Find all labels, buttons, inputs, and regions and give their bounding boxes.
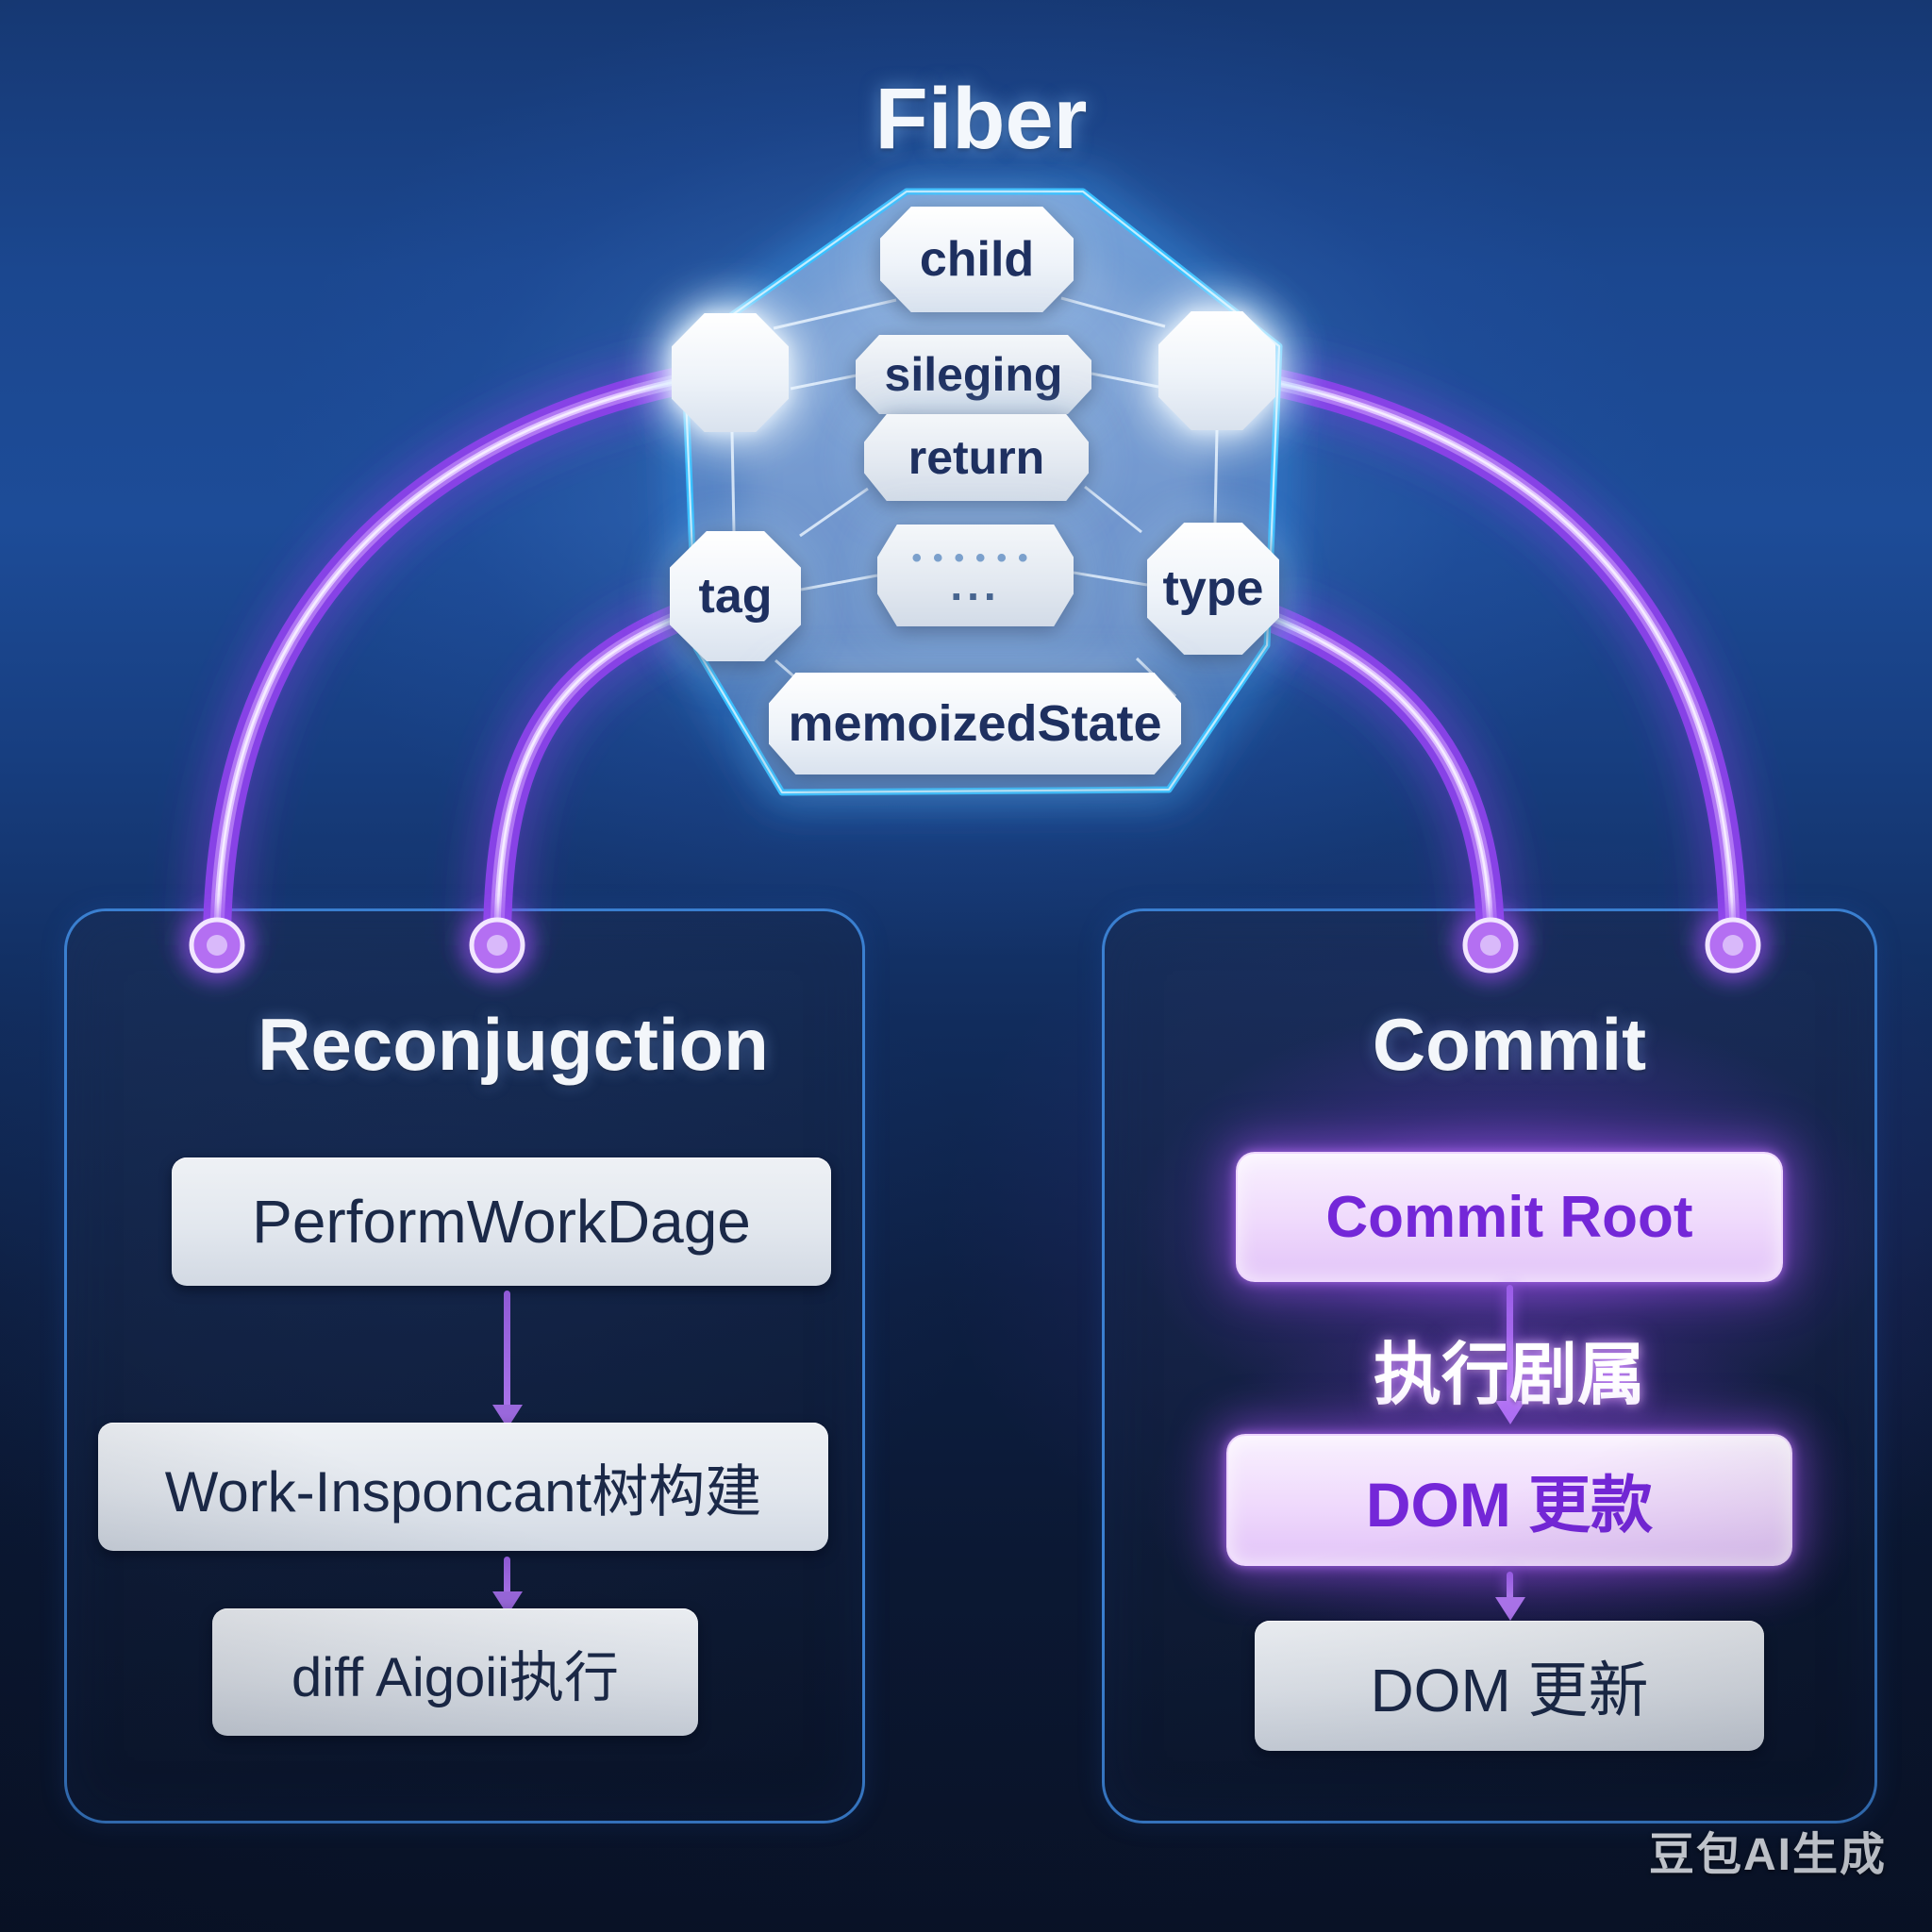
fiber-architecture-diagram: Fiber child sileging return •••••• ... t… <box>0 0 1932 1932</box>
vignette-overlay <box>0 0 1932 1932</box>
